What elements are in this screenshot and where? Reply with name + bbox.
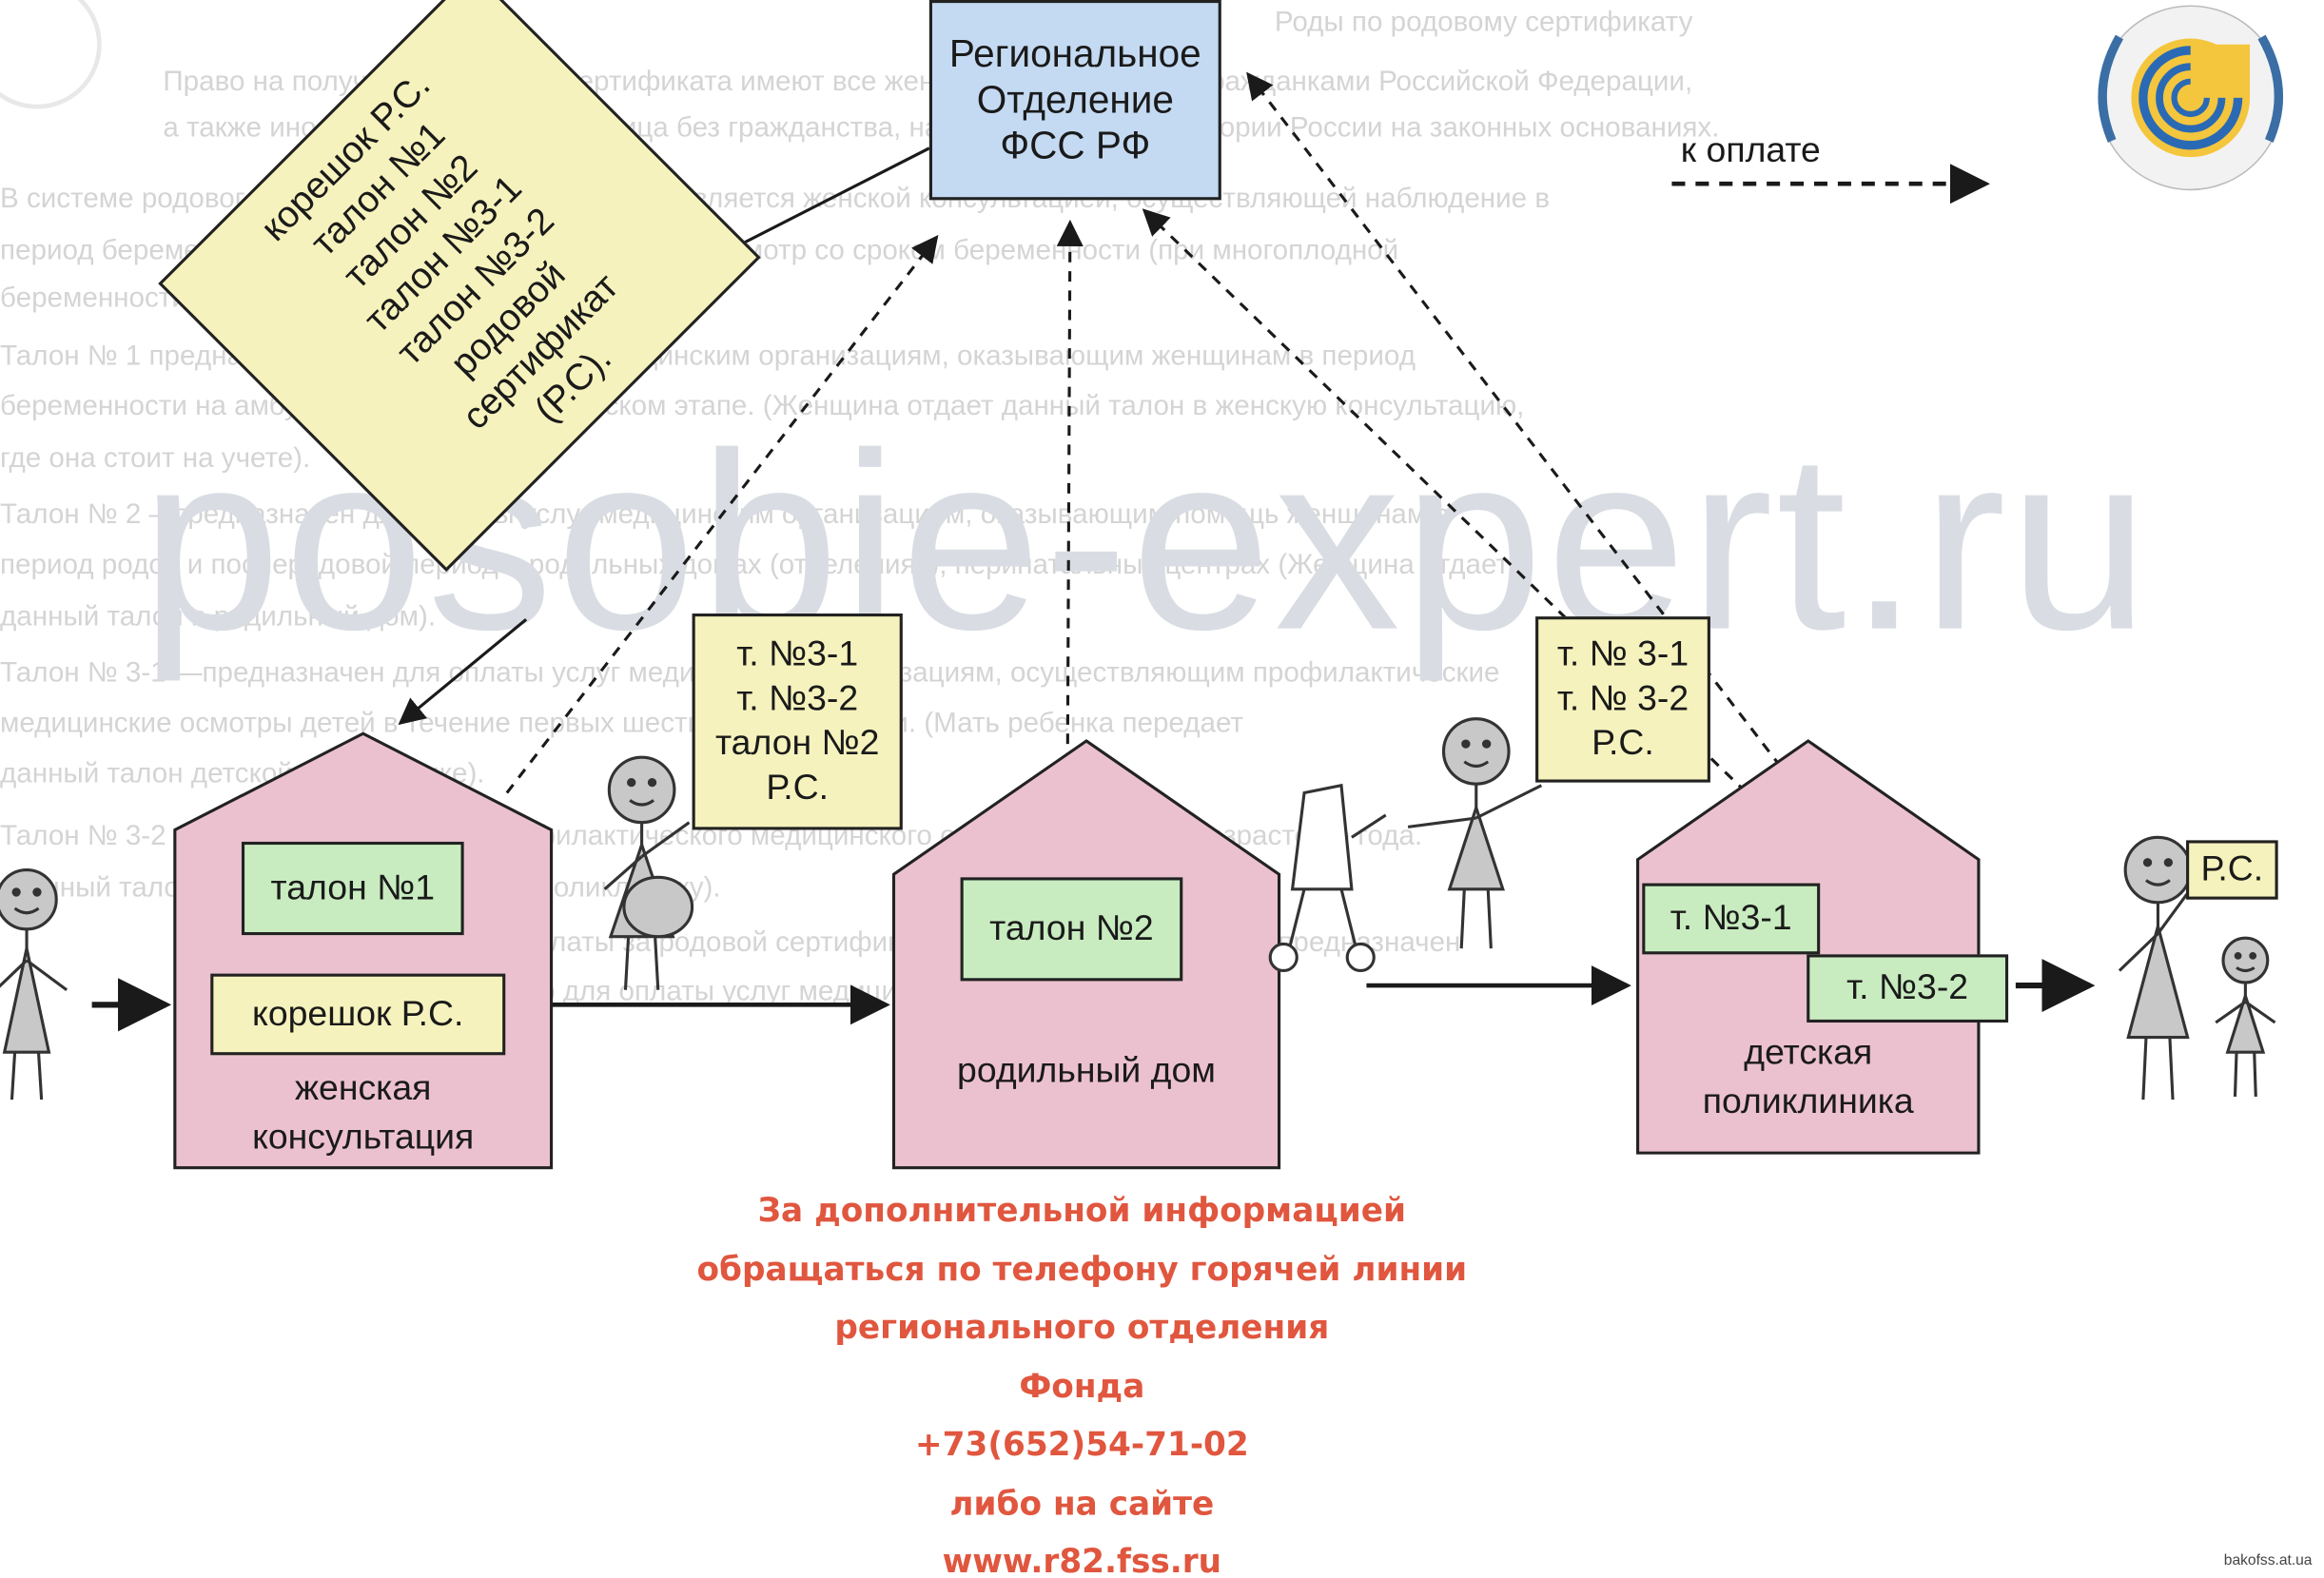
child-figure-icon [2215,936,2276,1097]
source-credit: bakofss.at.ua [2223,1552,2313,1569]
note-line: талон №2 [714,723,880,764]
hotline-line: регионального отделения [834,1310,1330,1348]
note-line: т. № 3-1 [1556,633,1689,674]
bg-line: исключительно для оплаты услуг медицинск… [355,976,1165,1008]
fss-line: Региональное [948,30,1201,76]
note-line: т. №3-2 [736,678,859,719]
hotline-line: Фонда [1019,1368,1145,1406]
hotline-website: www.r82.fss.ru [942,1544,1222,1578]
hotline-line: либо на сайте [949,1485,1215,1523]
maternity-name: родильный дом [957,1050,1216,1091]
bg-line: где она стоит на учете). [0,442,311,475]
clinic-talon-a-label: т. №3-1 [1642,883,1821,955]
hotline-info: За дополнительной информацией обращаться… [444,1182,1719,1578]
maternity-talon-label: талон №2 [960,877,1183,982]
legend-label: к оплате [1680,130,1821,171]
clinic-name-line: поликлиника [1702,1081,1914,1122]
bg-line: Денежные выплаты за родовой сертификат ж… [355,927,1461,960]
consult-stub-label: корешок Р.С. [210,973,506,1056]
bg-line: данный талон в родильный дом). [0,601,437,633]
consult-talon-label: талон №1 [241,841,464,936]
faint-emblem-icon [0,0,102,109]
clinic-name-line: детская [1744,1032,1873,1073]
consult-name: женская консультация [175,1064,552,1162]
fss-regional-office: Региональное Отделение ФСС РФ [928,0,1221,201]
clinic-name: детская поликлиника [1638,1028,1979,1126]
consult-name-line: консультация [252,1117,475,1158]
note-line: Р.С. [2200,848,2264,889]
fss-line: ФСС РФ [1000,123,1151,168]
consult-name-line: женская [295,1068,432,1109]
bg-line: данный талон детской поликлинике). [0,758,485,790]
note-pregnant-woman: т. №3-1 т. №3-2 талон №2 Р.С. [692,614,903,830]
note-line: т. № 3-2 [1556,678,1689,719]
bg-heading: Роды по родовому сертификату [1274,7,1693,39]
hotline-line: обращаться по телефону горячей линии [696,1251,1468,1289]
hotline-phone: +73(652)54-71-02 [914,1427,1249,1465]
bg-line: медицинские осмотры детей в течение перв… [0,708,1244,740]
clinic-talon-b-label: т. №3-2 [1806,954,2009,1023]
note-child-certificate: Р.С. [2186,840,2278,900]
note-mother: т. № 3-1 т. № 3-2 Р.С. [1535,616,1710,783]
note-line: Р.С. [766,768,830,808]
fss-line: Отделение [976,77,1174,122]
note-line: т. №3-1 [736,633,859,674]
note-line: Р.С. [1592,723,1654,764]
hotline-line: За дополнительной информацией [757,1193,1407,1231]
